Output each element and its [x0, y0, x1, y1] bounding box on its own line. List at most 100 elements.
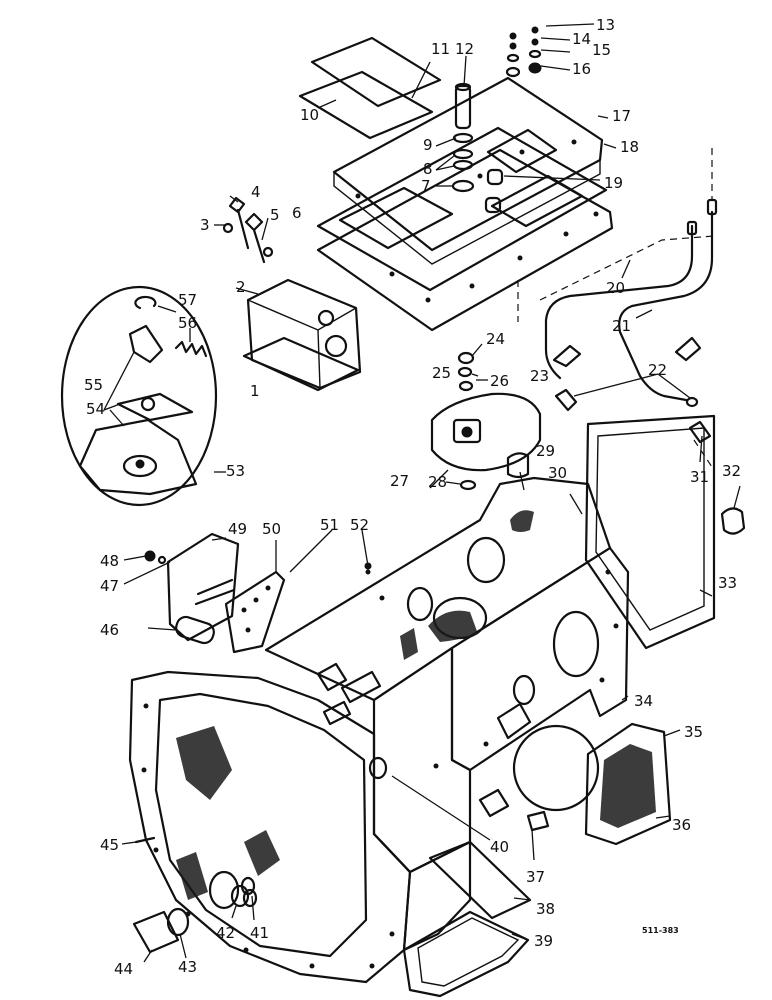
- callout-6: 6: [292, 204, 302, 222]
- bearing-bore: [552, 610, 600, 678]
- side-box: [372, 832, 472, 952]
- control-valve-block: [222, 196, 362, 392]
- callout-9: 9: [423, 136, 433, 154]
- callout-13: 13: [596, 16, 615, 34]
- spring: [174, 340, 208, 358]
- lever: [128, 324, 164, 364]
- valve-block: [246, 278, 362, 390]
- callout-48: 48: [100, 552, 119, 570]
- inset-detail: [60, 285, 218, 507]
- callout-46: 46: [100, 621, 119, 639]
- callout-47: 47: [100, 577, 119, 595]
- snap-ring: [134, 295, 157, 310]
- washer: [240, 876, 256, 896]
- inset-circle: [60, 285, 218, 507]
- callout-25: 25: [432, 364, 451, 382]
- callout-40: 40: [490, 838, 509, 856]
- washer: [457, 351, 475, 365]
- callout-35: 35: [684, 723, 703, 741]
- callout-11: 11: [431, 40, 450, 58]
- callout-50: 50: [262, 520, 281, 538]
- callout-1: 1: [250, 382, 260, 400]
- callout-15: 15: [592, 41, 611, 59]
- cover-plate: [310, 36, 442, 108]
- top-cover-assembly: [298, 26, 614, 332]
- washer: [457, 366, 473, 378]
- plunger: [454, 84, 472, 130]
- callout-29: 29: [536, 442, 555, 460]
- callout-28: 28: [428, 473, 447, 491]
- callout-3: 3: [200, 216, 210, 234]
- callout-37: 37: [526, 868, 545, 886]
- bell-housing-outer: [128, 670, 412, 984]
- callout-31: 31: [690, 468, 709, 486]
- callout-54: 54: [86, 400, 105, 418]
- bushing: [175, 615, 215, 645]
- callout-32: 32: [722, 462, 741, 480]
- callout-49: 49: [228, 520, 247, 538]
- callout-16: 16: [572, 60, 591, 78]
- callout-27: 27: [390, 472, 409, 490]
- cover-opening: [490, 174, 584, 228]
- callout-2: 2: [236, 278, 246, 296]
- bolt: [244, 212, 266, 264]
- callout-18: 18: [620, 138, 639, 156]
- bracket: [166, 532, 240, 642]
- pipe: [618, 210, 714, 402]
- drawing-code: 511-383: [642, 926, 679, 935]
- callout-42: 42: [216, 924, 235, 942]
- housing-front: [372, 646, 472, 874]
- bearing-bore: [466, 536, 506, 584]
- control-shaft-plate: [430, 351, 542, 491]
- callout-17: 17: [612, 107, 631, 125]
- housing-bolt-holes: [365, 569, 619, 769]
- cover-plate: [132, 910, 180, 954]
- main-cover: [332, 76, 604, 252]
- drain-plug: [368, 756, 388, 780]
- transmission-housing: [264, 476, 630, 874]
- mounting-plate: [78, 418, 198, 496]
- gasket: [166, 907, 190, 937]
- callout-45: 45: [100, 836, 119, 854]
- washer: [459, 479, 477, 491]
- callout-21: 21: [612, 317, 631, 335]
- cover-opening: [338, 186, 454, 250]
- stud: [134, 836, 156, 844]
- callout-43: 43: [178, 958, 197, 976]
- callout-4: 4: [251, 183, 261, 201]
- callout-34: 34: [634, 692, 653, 710]
- pivot-shaft: [194, 578, 236, 606]
- bolt-holes: [355, 139, 599, 303]
- washer: [451, 179, 475, 193]
- bell-housing-inner: [154, 692, 368, 958]
- callout-22: 22: [648, 361, 667, 379]
- hydraulic-pipes: [517, 148, 746, 535]
- callout-26: 26: [490, 372, 509, 390]
- callout-57: 57: [178, 291, 197, 309]
- large-bore: [512, 724, 600, 812]
- side-bracket-parts: [144, 532, 372, 654]
- guide-plate: [224, 570, 286, 654]
- callout-39: 39: [534, 932, 553, 950]
- callout-33: 33: [718, 574, 737, 592]
- washer: [458, 380, 474, 392]
- valve-gasket: [242, 336, 360, 392]
- oil-pan: [402, 910, 530, 998]
- pipe: [544, 224, 694, 380]
- callout-8: 8: [423, 160, 433, 178]
- callout-44: 44: [114, 960, 133, 978]
- leader-lines: [103, 23, 741, 963]
- washer: [452, 132, 474, 144]
- callout-19: 19: [604, 174, 623, 192]
- side-cover: [584, 722, 672, 846]
- cover-gasket: [298, 70, 434, 140]
- callout-36: 36: [672, 816, 691, 834]
- callout-20: 20: [606, 279, 625, 297]
- cam-plate: [430, 392, 542, 472]
- callout-55: 55: [84, 376, 103, 394]
- washer: [452, 148, 474, 160]
- callout-51: 51: [320, 516, 339, 534]
- side-gasket: [584, 414, 716, 650]
- callout-53: 53: [226, 462, 245, 480]
